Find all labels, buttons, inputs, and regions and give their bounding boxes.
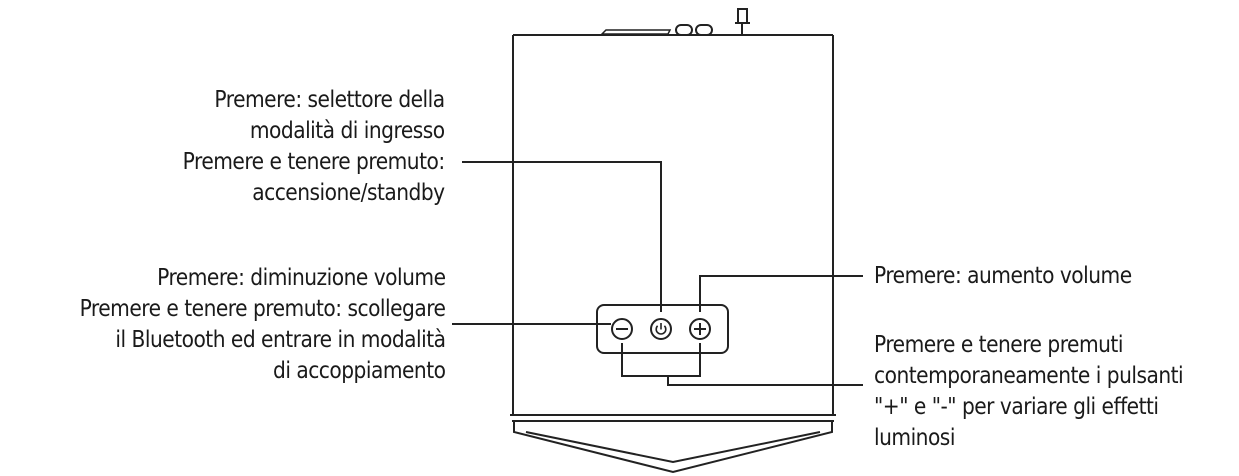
label-volume-down-line4: di accoppiamento [272, 356, 446, 384]
label-volume-down-line1: Premere: diminuzione volume [156, 263, 446, 291]
power-mode-button[interactable] [650, 318, 672, 340]
label-input-mode: Premere: selettore della modalità di ing… [183, 84, 446, 208]
label-input-mode-line3: Premere e tenere premuto: [183, 147, 446, 175]
speaker-body [510, 34, 836, 422]
label-volume-down: Premere: diminuzione volume Premere e te… [79, 262, 445, 386]
label-volume-up: Premere: aumento volume [874, 260, 1132, 291]
label-light-effects-line4: luminosi [874, 423, 955, 451]
label-volume-down-line3: il Bluetooth ed entrare in modalità [114, 325, 446, 353]
leader-light-effects-bracket [621, 343, 701, 377]
label-light-effects: Premere e tenere premuti contemporaneame… [874, 329, 1184, 453]
control-panel [596, 304, 729, 354]
label-light-effects-line2: contemporaneamente i pulsanti [874, 361, 1184, 389]
volume-down-button[interactable] [611, 318, 633, 340]
label-volume-down-line2: Premere e tenere premuto: scollegare [79, 294, 445, 322]
speaker-base [513, 421, 833, 474]
power-icon [655, 323, 667, 335]
label-light-effects-line3: "+" e "-" per variare gli effetti [874, 392, 1159, 420]
leader-lines [452, 161, 863, 386]
label-input-mode-line1: Premere: selettore della [214, 85, 446, 113]
label-light-effects-line1: Premere e tenere premuti [874, 330, 1123, 358]
volume-up-button[interactable] [689, 318, 711, 340]
label-volume-up-line1: Premere: aumento volume [874, 261, 1132, 289]
label-input-mode-line2: modalità di ingresso [250, 116, 445, 144]
label-input-mode-line4: accensione/standby [252, 178, 446, 206]
top-connectors [600, 8, 750, 36]
leader-light-effects [667, 376, 863, 386]
leader-input-mode [462, 161, 662, 312]
leader-volume-up [699, 275, 863, 312]
